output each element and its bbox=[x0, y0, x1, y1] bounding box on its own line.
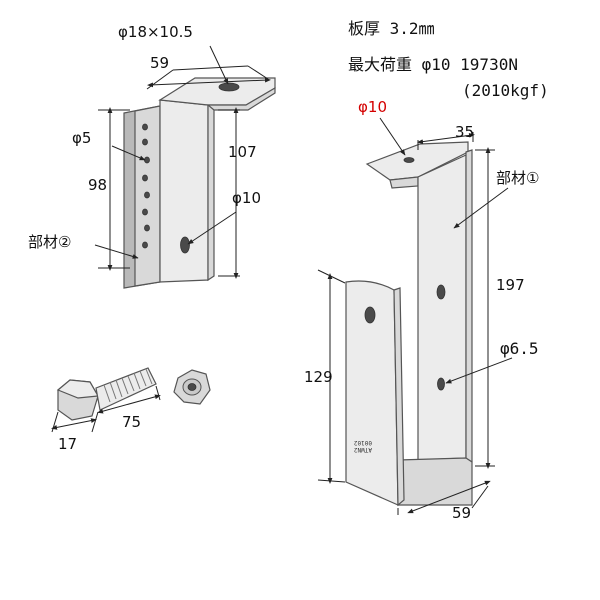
right-mid-hole bbox=[436, 284, 446, 300]
bolt-dimensions bbox=[51, 385, 161, 433]
nut bbox=[173, 369, 211, 405]
right-small-hole bbox=[437, 377, 445, 391]
left-top-width-label: 59 bbox=[150, 54, 169, 72]
right-tall-plate bbox=[417, 154, 467, 461]
right-hole-label: φ6.5 bbox=[500, 339, 539, 358]
right-tall-plate-edge bbox=[465, 149, 473, 468]
bolt-head-width-label: 17 bbox=[58, 435, 77, 453]
left-side-plate-holes bbox=[142, 123, 150, 249]
right-top-hole-label: φ10 bbox=[358, 98, 387, 116]
left-side-height-label: 98 bbox=[88, 176, 107, 194]
left-holes-label: φ5 bbox=[72, 129, 91, 147]
right-top-width-label: 35 bbox=[455, 123, 474, 141]
labels: φ18×10.5 59 φ5 98 部材② 107 φ10 板厚 3.2㎜ 最大… bbox=[28, 19, 549, 522]
right-bracket-dimensions bbox=[317, 117, 513, 515]
max-load-kgf: (2010kgf) bbox=[462, 81, 549, 100]
right-bottom-width-label: 59 bbox=[452, 504, 471, 522]
left-main-hole bbox=[180, 236, 190, 254]
right-top-hole bbox=[403, 157, 415, 163]
right-part-label: 部材① bbox=[496, 169, 539, 187]
left-main-height-label: 107 bbox=[228, 143, 257, 161]
left-slot-label: φ18×10.5 bbox=[118, 23, 193, 41]
stamp: ATWN2 00102 bbox=[354, 439, 372, 453]
thickness-spec: 板厚 3.2㎜ bbox=[348, 19, 435, 38]
stamp-line-2: 00102 bbox=[354, 439, 372, 446]
right-lower-height-label: 129 bbox=[304, 368, 333, 386]
left-part-label: 部材② bbox=[28, 233, 71, 251]
left-bracket bbox=[123, 77, 276, 289]
left-hole-label: φ10 bbox=[232, 189, 261, 207]
left-main-plate bbox=[159, 99, 209, 283]
stamp-line-1: ATWN2 bbox=[354, 446, 372, 453]
bolt-head-top bbox=[56, 379, 99, 399]
right-lower-plate-edge bbox=[393, 287, 405, 507]
max-load-spec: 最大荷重 φ10 19730N bbox=[348, 55, 518, 74]
bolt-length-label: 75 bbox=[122, 413, 141, 431]
left-top-flange-edge bbox=[206, 86, 276, 111]
right-height-label: 197 bbox=[496, 276, 525, 294]
bolt bbox=[56, 367, 157, 421]
left-slot-hole bbox=[218, 82, 240, 92]
nut-hole bbox=[187, 383, 197, 391]
right-lower-hole bbox=[364, 306, 376, 324]
left-bracket-dimensions bbox=[94, 45, 271, 279]
right-bracket: ATWN2 00102 bbox=[345, 141, 473, 507]
right-bottom-u bbox=[397, 457, 473, 506]
